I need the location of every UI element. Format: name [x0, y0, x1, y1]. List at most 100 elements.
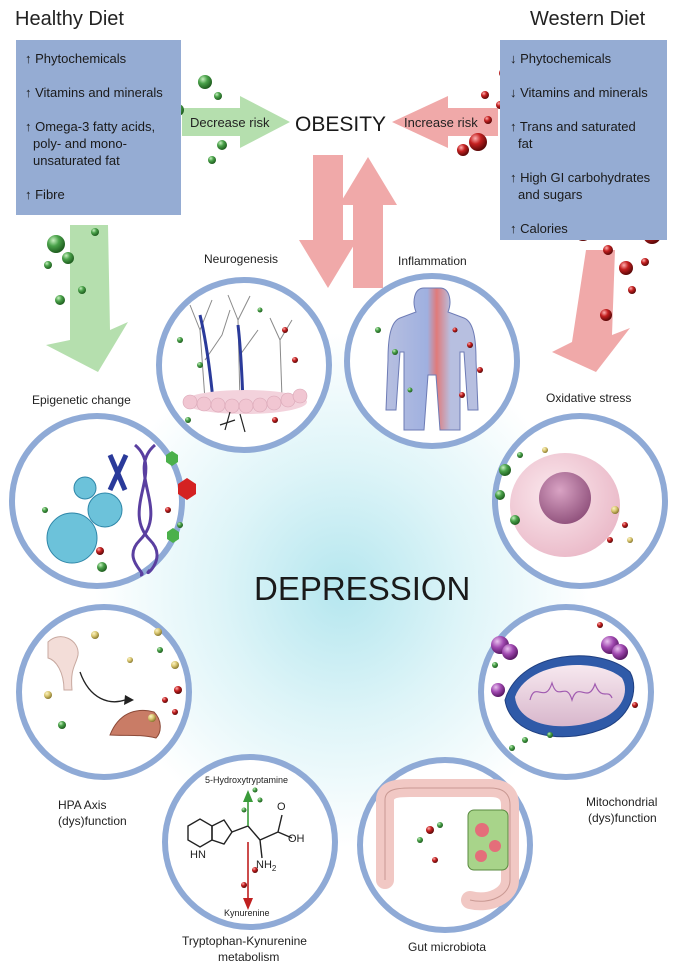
obesity-label: OBESITY: [295, 113, 387, 136]
sphere-27: [603, 245, 613, 255]
healthy-item-vitamins: ↑ Vitamins and minerals: [25, 85, 163, 100]
sphere-35: [257, 307, 263, 313]
sphere-66: [148, 714, 156, 722]
sphere-26: [619, 261, 633, 275]
circle-mitochondria: [478, 604, 654, 780]
healthy-item-fibre: ↑ Fibre: [25, 187, 65, 202]
sphere-54: [622, 522, 628, 528]
sphere-75: [492, 662, 498, 668]
sphere-1: [198, 75, 212, 89]
label-hpa-axis: HPA Axis: [58, 798, 107, 812]
sphere-72: [597, 622, 603, 628]
sphere-46: [97, 562, 107, 572]
molecule-5ht-label: 5-Hydroxytryptamine: [205, 775, 289, 785]
healthy-item-phytochemicals: ↑ Phytochemicals: [25, 51, 127, 66]
sphere-79: [241, 882, 247, 888]
obesity-down-arrow: [299, 155, 357, 288]
western-diet-box: ↓ Phytochemicals ↓ Vitamins and minerals…: [500, 40, 667, 240]
sphere-73: [547, 732, 553, 738]
sphere-68: [157, 647, 163, 653]
circle-inflammation: [344, 273, 520, 449]
sphere-40: [467, 342, 473, 348]
sphere-34: [292, 357, 298, 363]
sphere-33: [282, 327, 288, 333]
label-mito-dysfunction: (dys)function: [588, 811, 657, 825]
label-mitochondrial: Mitochondrial: [586, 795, 658, 809]
increase-risk-arrow: [392, 96, 498, 148]
sphere-57: [607, 537, 613, 543]
circle-oxidative: [492, 413, 668, 589]
decrease-risk-label: Decrease risk: [190, 115, 270, 130]
circle-tryptophan: [162, 754, 338, 930]
healthy-diet-title: Healthy Diet: [15, 8, 124, 30]
sphere-77: [241, 807, 247, 813]
sphere-38: [375, 327, 381, 333]
molecule-nh2: NH2: [256, 859, 277, 874]
sphere-64: [44, 691, 52, 699]
healthy-item-omega3-line3: unsaturated fat: [33, 153, 120, 168]
sphere-59: [91, 631, 99, 639]
label-oxidative-stress: Oxidative stress: [546, 391, 632, 405]
sphere-44: [452, 327, 458, 333]
western-diet-title: Western Diet: [530, 8, 646, 30]
sphere-37: [185, 417, 191, 423]
green-arrow-down: [46, 225, 128, 372]
sphere-41: [477, 367, 483, 373]
sphere-82: [437, 822, 443, 828]
sphere-69: [127, 657, 133, 663]
circle-gut: [357, 757, 533, 933]
sphere-12: [78, 286, 86, 294]
sphere-60: [154, 628, 162, 636]
sphere-20: [484, 116, 492, 124]
molecule-oh: OH: [288, 833, 305, 845]
sphere-61: [171, 661, 179, 669]
sphere-71: [522, 737, 528, 743]
label-neurogenesis: Neurogenesis: [204, 252, 279, 266]
healthy-item-omega3-line2: poly- and mono-: [33, 136, 127, 151]
sphere-53: [517, 452, 523, 458]
sphere-39: [392, 349, 398, 355]
circle-neurogenesis: [156, 277, 332, 453]
sphere-31: [197, 362, 203, 368]
sphere-43: [407, 387, 413, 393]
sphere-63: [162, 697, 168, 703]
sphere-5: [208, 156, 216, 164]
red-arrow-down: [552, 250, 630, 372]
sphere-18: [469, 133, 487, 151]
sphere-14: [91, 228, 99, 236]
western-item-high-gi-line2: and sugars: [518, 187, 583, 202]
circle-epigenetic: [9, 413, 196, 589]
sphere-78: [252, 867, 258, 873]
sphere-67: [172, 709, 178, 715]
western-item-trans-fat-line2: fat: [518, 136, 533, 151]
sphere-65: [58, 721, 66, 729]
molecule-kynurenine-label: Kynurenine: [224, 908, 270, 918]
decrease-risk-arrow: [182, 96, 290, 148]
molecule-o: O: [277, 801, 286, 813]
sphere-74: [632, 702, 638, 708]
sphere-19: [457, 144, 469, 156]
sphere-2: [214, 92, 222, 100]
sphere-28: [600, 309, 612, 321]
sphere-9: [47, 235, 65, 253]
circle-hpa: [16, 604, 192, 780]
label-tryptophan-kynurenine: Tryptophan-Kynurenine: [182, 934, 307, 948]
sphere-13: [55, 295, 65, 305]
sphere-70: [509, 745, 515, 751]
molecule-hn: HN: [190, 849, 206, 861]
sphere-4: [217, 140, 227, 150]
sphere-51: [495, 490, 505, 500]
obesity-up-arrow: [339, 157, 397, 288]
healthy-diet-box: ↑ Phytochemicals ↑ Vitamins and minerals…: [16, 40, 181, 215]
sphere-47: [177, 522, 183, 528]
sphere-62: [174, 686, 182, 694]
sphere-84: [432, 857, 438, 863]
label-inflammation: Inflammation: [398, 254, 467, 268]
sphere-48: [165, 507, 171, 513]
sphere-45: [96, 547, 104, 555]
sphere-83: [417, 837, 423, 843]
sphere-76: [252, 787, 258, 793]
sphere-49: [42, 507, 48, 513]
sphere-56: [627, 537, 633, 543]
